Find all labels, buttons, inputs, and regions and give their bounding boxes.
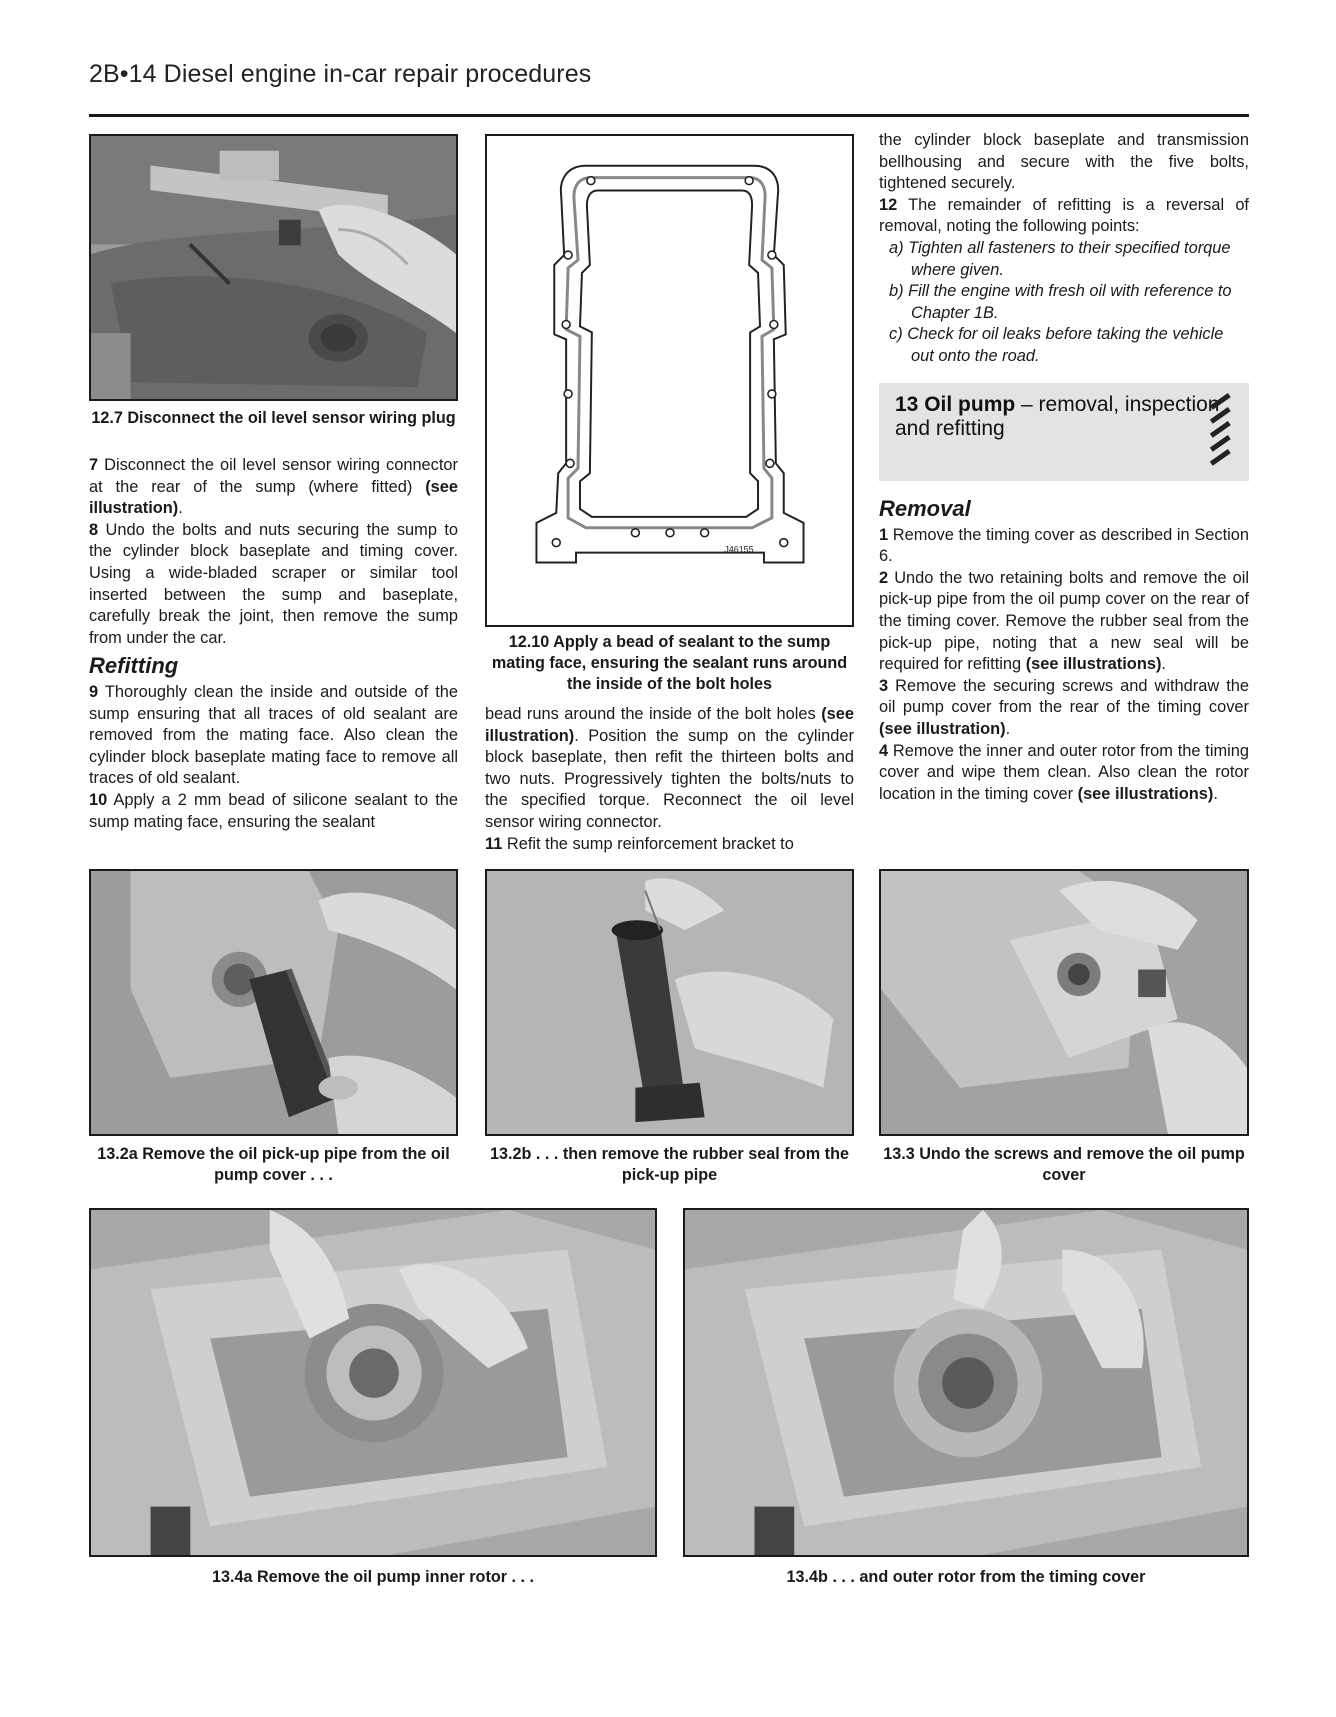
photo-13-2b [485,869,854,1136]
caption-13-3: 13.3 Undo the screws and remove the oil … [883,1145,1245,1184]
paragraph-12: 12 The remainder of refitting is a rever… [879,195,1249,236]
list-item: a) Tighten all fasteners to their specif… [889,238,1231,279]
drawing-12-10: J46155 [485,134,854,627]
paragraph-r1: 1 Remove the timing cover as described i… [879,525,1249,566]
photo-13-2a [89,869,458,1136]
column-3-bottom: Removal 1 Remove the timing cover as des… [879,498,1249,805]
photo-13-4b [683,1208,1249,1557]
paragraph-r3: 3 Remove the securing screws and withdra… [879,676,1249,738]
paragraph-8: 8 Undo the bolts and nuts securing the s… [89,520,458,647]
photo-13-3 [879,869,1249,1136]
paragraph-11: 11 Refit the sump reinforcement bracket … [485,834,794,853]
paragraph-r4: 4 Remove the inner and outer rotor from … [879,741,1249,803]
paragraph-9: 9 Thoroughly clean the inside and outsid… [89,682,458,788]
column-3-top: the cylinder block baseplate and transmi… [879,130,1249,368]
list-item: c) Check for oil leaks before taking the… [889,325,1224,365]
photo-13-4a [89,1208,657,1557]
section-13-heading-box: 13 Oil pump – removal, inspection and re… [879,383,1249,481]
paragraph-11-cont: the cylinder block baseplate and transmi… [879,131,1249,193]
difficulty-spanner-icon [1209,393,1231,466]
column-1: 7 Disconnect the oil level sensor wiring… [89,455,458,833]
drawing-code: J46155 [724,545,753,555]
header-rule [89,114,1249,117]
caption-13-2b: 13.2b . . . then remove the rubber seal … [490,1145,849,1184]
column-2: bead runs around the inside of the bolt … [485,704,854,855]
caption-12-10: 12.10 Apply a bead of sealant to the sum… [491,633,848,693]
caption-13-4b: 13.4b . . . and outer rotor from the tim… [786,1568,1146,1586]
paragraph-10-cont: bead runs around the inside of the bolt … [485,705,854,831]
section-13-title: 13 Oil pump – removal, inspection and re… [895,393,1220,440]
refitting-points-list: a) Tighten all fasteners to their specif… [879,238,1249,368]
paragraph-r2: 2 Undo the two retaining bolts and remov… [879,568,1249,674]
page-header: 2B•14 Diesel engine in-car repair proced… [89,60,592,88]
photo-12-7 [89,134,458,401]
caption-12-7: 12.7 Disconnect the oil level sensor wir… [91,409,456,427]
caption-13-2a: 13.2a Remove the oil pick-up pipe from t… [97,1145,450,1184]
paragraph-7: 7 Disconnect the oil level sensor wiring… [89,456,458,518]
removal-heading: Removal [879,496,971,521]
caption-13-4a: 13.4a Remove the oil pump inner rotor . … [211,1568,535,1586]
list-item: b) Fill the engine with fresh oil with r… [889,282,1232,322]
refitting-heading: Refitting [89,653,179,679]
paragraph-10: 10 Apply a 2 mm bead of silicone sealant… [89,790,458,831]
